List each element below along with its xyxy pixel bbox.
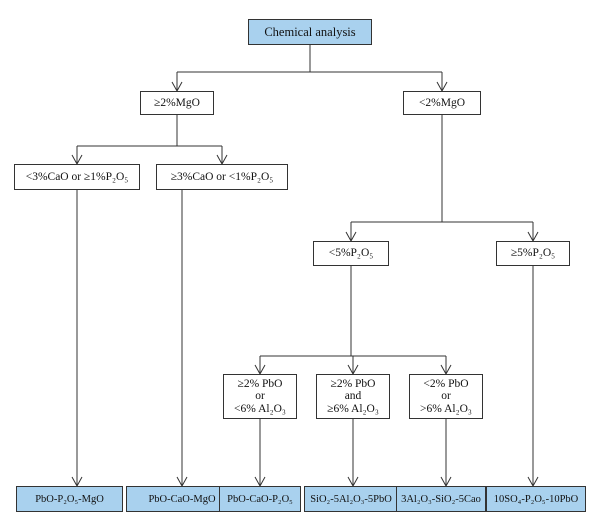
node-mgo-low: <2%MgO xyxy=(403,91,481,115)
condition-1-line-1: ≥2% PbO xyxy=(237,377,283,390)
leaf-so4-p2o5-pbo: 10SO₄-P₂O₅-10PbO xyxy=(486,486,586,512)
condition-2-line-1: ≥2% PbO xyxy=(330,377,376,390)
node-p2o5-low: <5%P₂O₅ xyxy=(313,241,389,266)
condition-2-line-2: and xyxy=(344,390,362,403)
node-p2o5-high: ≥5%P₂O₅ xyxy=(496,241,570,266)
condition-3-line-1: <2% PbO xyxy=(423,377,469,390)
node-condition-3: <2% PbO or >6% Al₂O₃ xyxy=(409,374,483,419)
condition-1-line-3: <6% Al₂O₃ xyxy=(234,402,286,415)
node-condition-1: ≥2% PbO or <6% Al₂O₃ xyxy=(223,374,297,419)
leaf-al2o3-sio2-cao: 3Al₂O₃-SiO₂-5Cao xyxy=(396,486,486,512)
leaf-pbo-cao-p2o5: PbO-CaO-P₂O₅ xyxy=(219,486,301,512)
node-cao-low: <3%CaO or ≥1%P₂O₅ xyxy=(14,164,140,190)
node-chemical-analysis: Chemical analysis xyxy=(248,19,372,45)
condition-3-line-3: >6% Al₂O₃ xyxy=(420,402,472,415)
condition-3-line-2: or xyxy=(441,390,451,403)
condition-1-line-2: or xyxy=(255,390,265,403)
leaf-pbo-p2o5-mgo: PbO-P₂O₅-MgO xyxy=(16,486,123,512)
node-mgo-high: ≥2%MgO xyxy=(140,91,214,115)
condition-2-line-3: ≥6% Al₂O₃ xyxy=(327,402,379,415)
leaf-sio2-al2o3-pbo: SiO₂-5Al₂O₃-5PbO xyxy=(304,486,398,512)
node-condition-2: ≥2% PbO and ≥6% Al₂O₃ xyxy=(316,374,390,419)
node-cao-high: ≥3%CaO or <1%P₂O₅ xyxy=(156,164,288,190)
